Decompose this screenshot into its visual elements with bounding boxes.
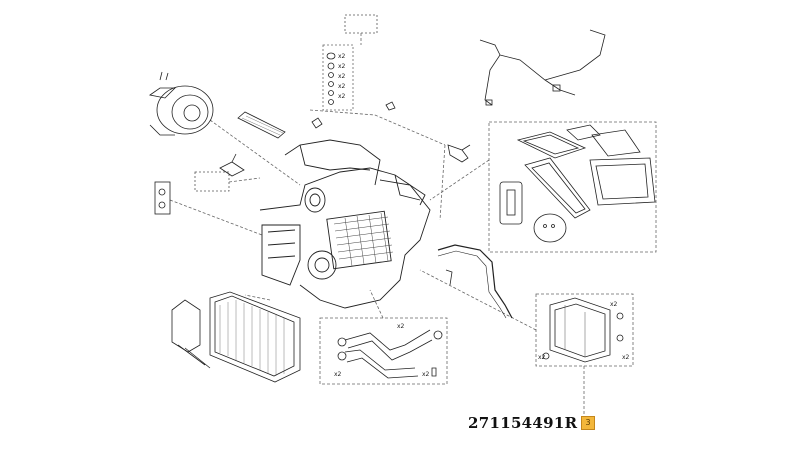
qty-label: x2	[338, 83, 346, 90]
qty-label: x2	[610, 301, 618, 308]
quantity-labels: x2 x2 x2 x2 x2 x2 x2 x2 x2 x2 x2	[334, 53, 630, 378]
screws[interactable]	[311, 101, 453, 377]
hvac-housing[interactable]	[259, 139, 431, 309]
qty-label: x2	[397, 323, 405, 330]
qty-label: x2	[338, 93, 346, 100]
gasket-kit[interactable]	[499, 124, 656, 243]
hose-kit-frame	[319, 317, 448, 385]
qty-label: x2	[338, 73, 346, 80]
qty-label: x2	[422, 371, 430, 378]
callout-badge[interactable]: 3	[581, 416, 595, 430]
drain-hose[interactable]	[437, 244, 513, 319]
gasket-kit-frame	[488, 121, 657, 253]
callout-box-left[interactable]	[194, 171, 230, 192]
qty-label: x2	[334, 371, 342, 378]
qty-label: x2	[338, 63, 346, 70]
callout-box-top[interactable]	[344, 14, 378, 34]
temperature-sensor[interactable]	[447, 144, 471, 163]
part-number: 271154491R	[468, 414, 578, 432]
wiring-harness[interactable]	[479, 29, 606, 106]
hose-kit[interactable]	[337, 329, 443, 379]
expansion-valve[interactable]	[154, 181, 171, 215]
blower-motor[interactable]	[149, 71, 214, 136]
leader-lines	[169, 33, 585, 415]
qty-label: x2	[622, 354, 630, 361]
resistor[interactable]	[219, 153, 245, 177]
pollen-filter[interactable]	[209, 291, 301, 383]
heater-core-kit[interactable]	[542, 297, 624, 363]
flap-actuator[interactable]	[171, 299, 211, 369]
fastener-stack[interactable]	[322, 44, 354, 111]
qty-label: x2	[538, 354, 546, 361]
evaporator-grille	[333, 212, 394, 267]
qty-label: x2	[338, 53, 346, 60]
cabin-air-filter-insert[interactable]	[237, 111, 286, 139]
